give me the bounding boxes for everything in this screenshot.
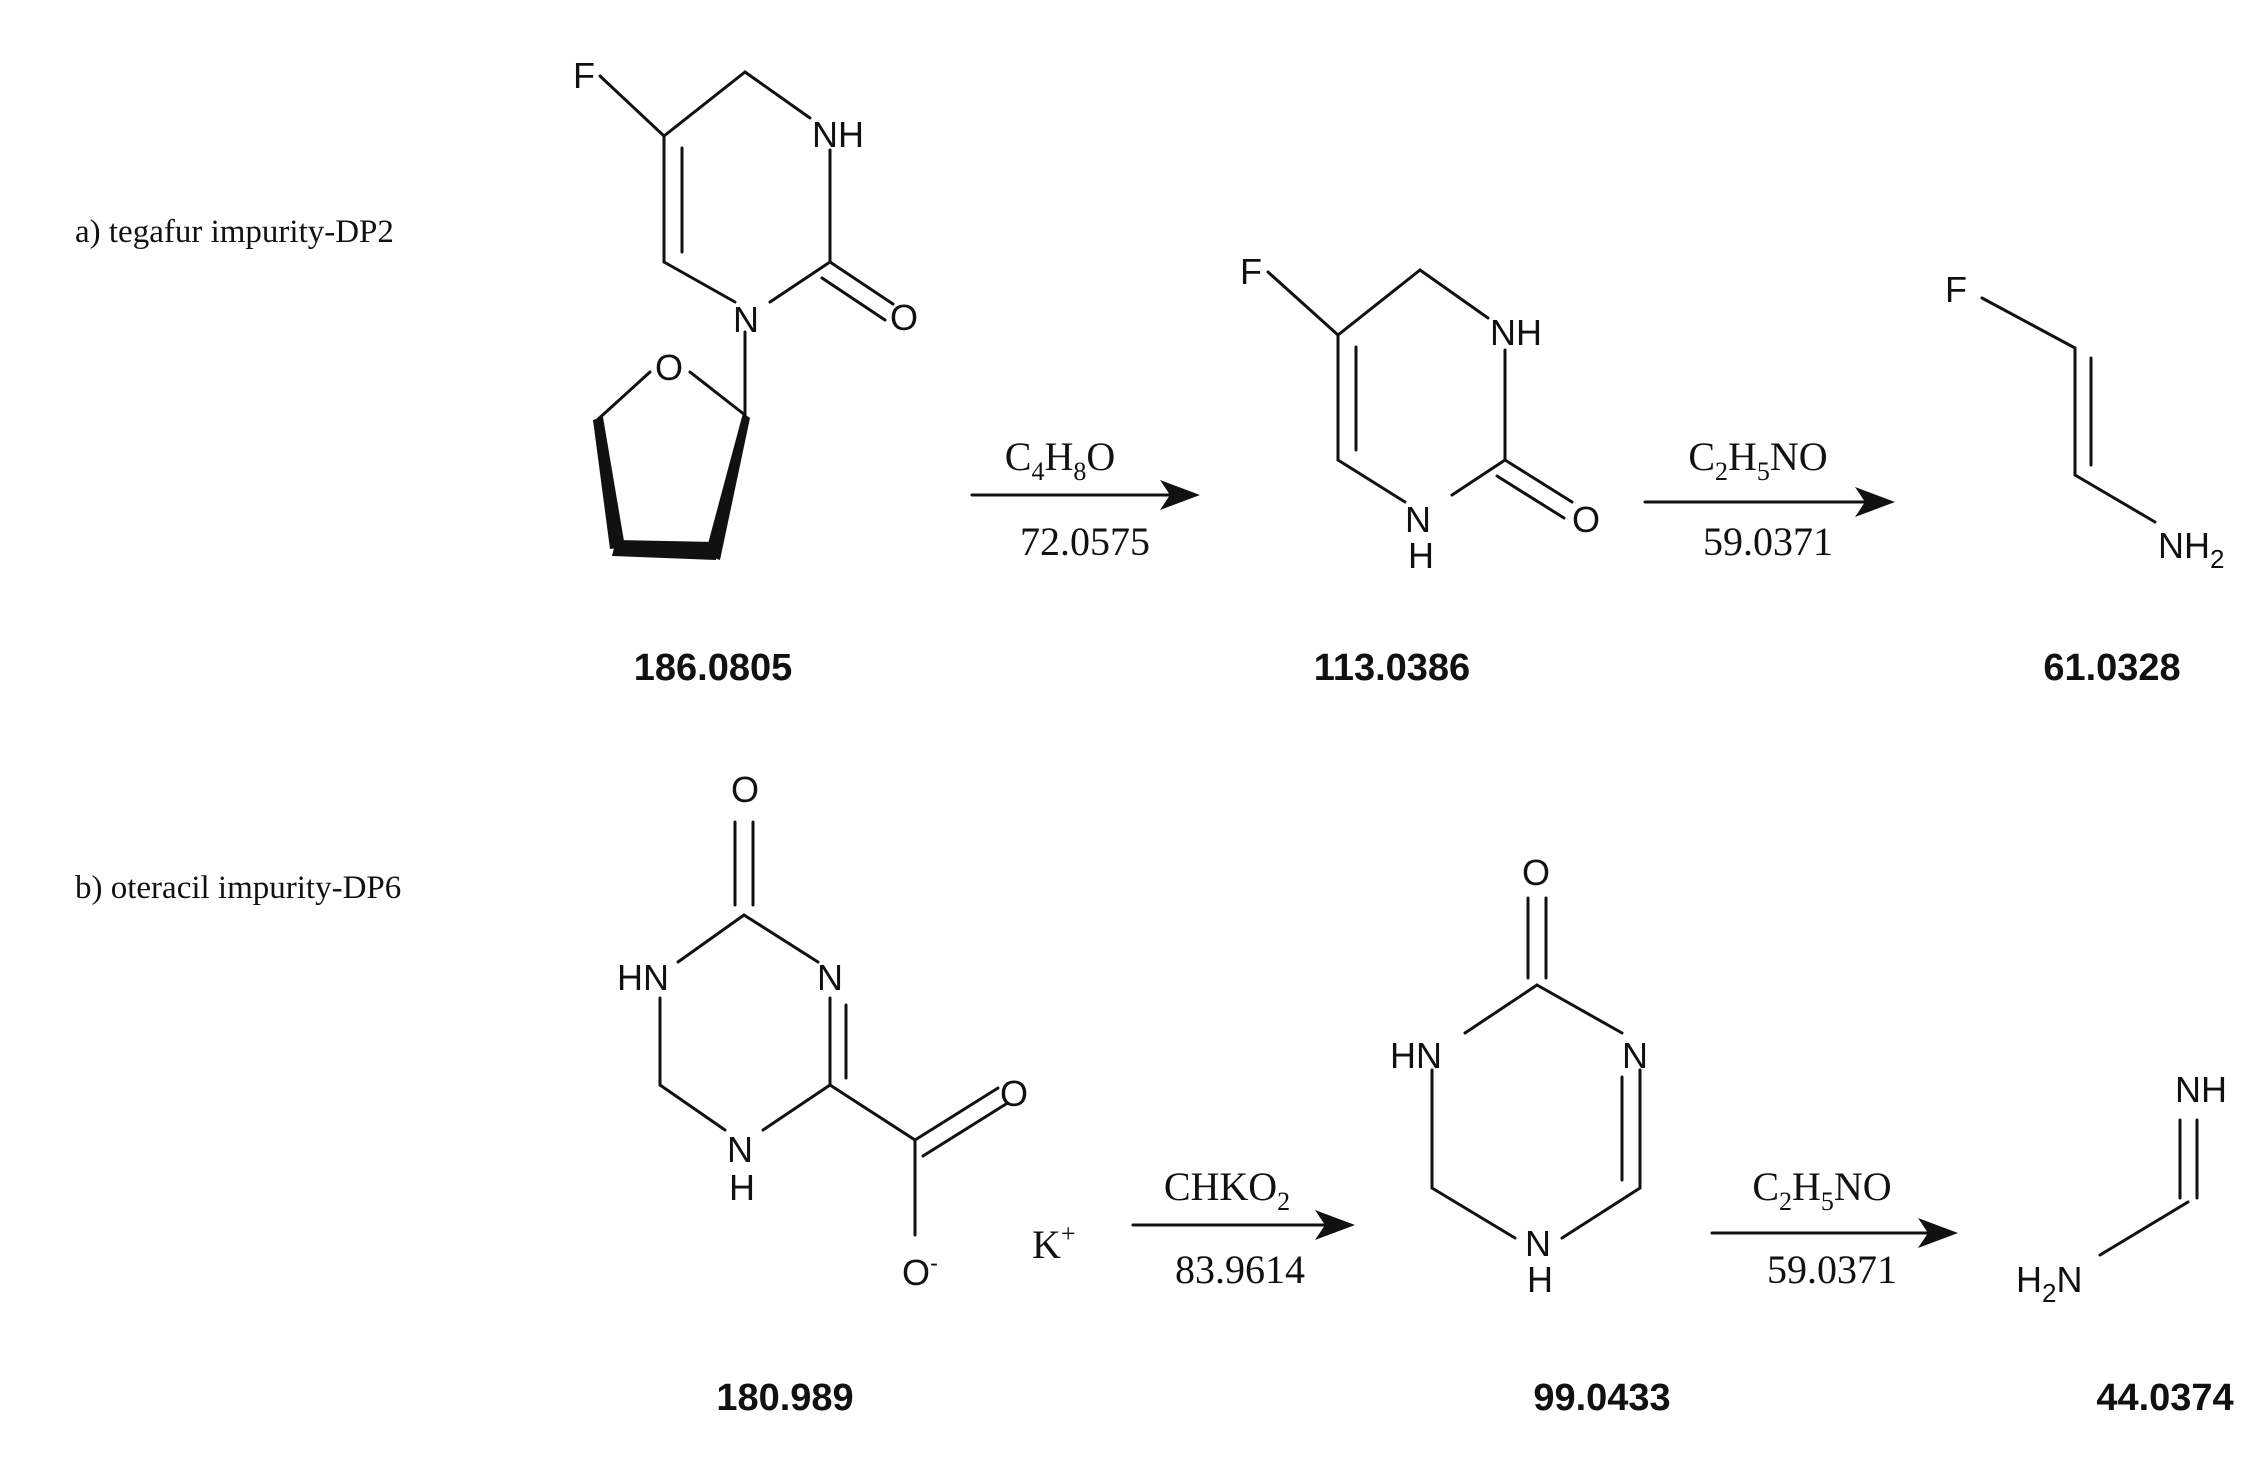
mass-fragment-a2: 113.0386	[1314, 647, 1470, 689]
atom-h: H	[1408, 535, 1434, 576]
reaction-arrow-b2: C2H5NO 59.0371	[1710, 1164, 1958, 1292]
atom-nh2: NH2	[2158, 525, 2224, 574]
molecule-tegafur-impurity: F NH N O O	[573, 55, 918, 560]
molecule-oteracil-impurity: O HN N N H O O-	[617, 769, 1028, 1293]
mass-fragment-b2: 99.0433	[1533, 1377, 1670, 1419]
atom-n-lower: N	[1525, 1223, 1551, 1264]
loss-formula-b1: CHKO2	[1164, 1164, 1290, 1216]
molecule-fragment-113: F NH N H O	[1240, 251, 1600, 576]
atom-o: O	[1522, 852, 1550, 893]
atom-hn: HN	[1390, 1035, 1442, 1076]
atom-nh: NH	[1490, 312, 1542, 353]
atom-nh: NH	[812, 114, 864, 155]
panel-a-label: a) tegafur impurity-DP2	[75, 214, 394, 250]
reaction-arrow-a2: C2H5NO 59.0371	[1643, 434, 1895, 564]
atom-n-lower: N	[727, 1129, 753, 1170]
loss-formula-a2: C2H5NO	[1688, 434, 1827, 486]
loss-formula-b2: C2H5NO	[1752, 1164, 1891, 1216]
counter-ion-k: K+	[1032, 1219, 1076, 1267]
loss-mass-a2: 59.0371	[1703, 519, 1833, 564]
atom-h: H	[1527, 1259, 1553, 1300]
mass-parent-b: 180.989	[716, 1377, 853, 1419]
atom-n: N	[817, 957, 843, 998]
loss-mass-a1: 72.0575	[1020, 519, 1150, 564]
loss-mass-b2: 59.0371	[1767, 1247, 1897, 1292]
atom-nh: NH	[2175, 1069, 2227, 1110]
atom-o: O	[1572, 499, 1600, 540]
atom-n: N	[733, 299, 759, 340]
reaction-arrow-b1: CHKO2 83.9614	[1131, 1164, 1355, 1292]
atom-n: N	[1622, 1035, 1648, 1076]
molecule-fragment-99: O HN N N H	[1390, 852, 1648, 1300]
atom-o-minus: O-	[902, 1250, 938, 1293]
molecule-fragment-44: NH H2N	[2016, 1069, 2227, 1308]
mass-parent-a: 186.0805	[634, 647, 793, 689]
atom-h2n: H2N	[2016, 1259, 2082, 1308]
atom-o: O	[890, 297, 918, 338]
atom-n: N	[1405, 499, 1431, 540]
loss-formula-a1: C4H8O	[1005, 434, 1115, 486]
atom-f: F	[573, 55, 595, 96]
reaction-arrow-a1: C4H8O 72.0575	[970, 434, 1200, 564]
atom-o-ring: O	[655, 347, 683, 388]
mass-fragment-b3: 44.0374	[2096, 1377, 2233, 1419]
atom-f: F	[1945, 269, 1967, 310]
atom-o: O	[731, 769, 759, 810]
atom-o-carboxyl: O	[1000, 1073, 1028, 1114]
loss-mass-b1: 83.9614	[1175, 1247, 1305, 1292]
panel-b-label: b) oteracil impurity-DP6	[75, 870, 401, 906]
atom-f: F	[1240, 251, 1262, 292]
atom-h: H	[729, 1167, 755, 1208]
molecule-fragment-61: F NH2	[1945, 269, 2224, 574]
mass-fragment-a3: 61.0328	[2043, 647, 2180, 689]
atom-hn: HN	[617, 957, 669, 998]
